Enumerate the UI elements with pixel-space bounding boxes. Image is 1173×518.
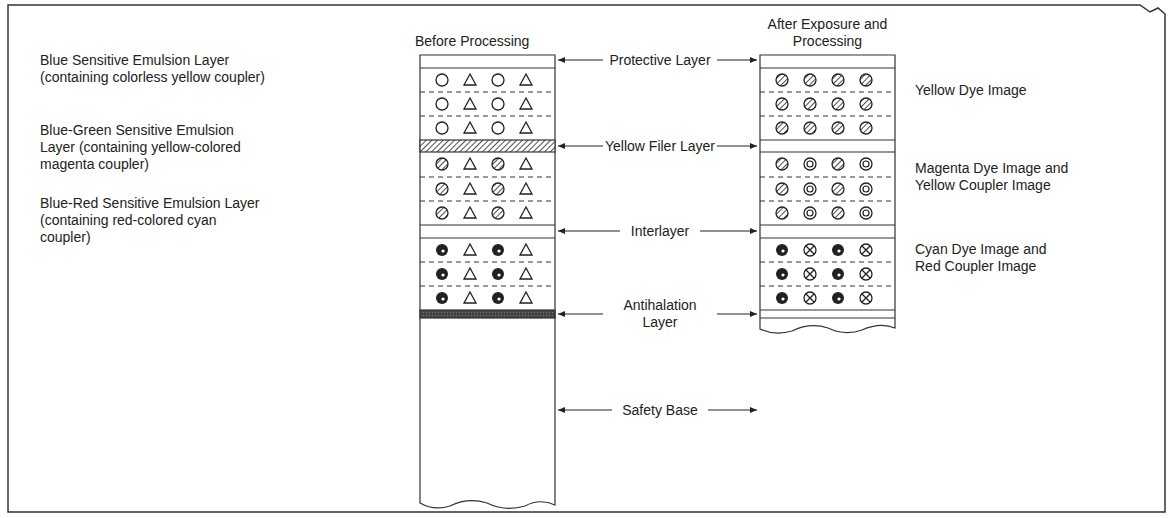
frame xyxy=(8,5,1165,512)
column-heading: Before Processing xyxy=(415,33,560,50)
emulsion-label: Blue-Green Sensitive Emulsion Layer (con… xyxy=(40,122,265,173)
column-heading: After Exposure and Processing xyxy=(745,16,910,50)
layer-arrows xyxy=(558,60,757,410)
after-column xyxy=(760,55,895,333)
image-label: Cyan Dye Image and Red Coupler Image xyxy=(915,241,1075,275)
grain-symbols xyxy=(436,74,872,304)
emulsion-label: Blue-Red Sensitive Emulsion Layer (conta… xyxy=(40,195,265,246)
layer-name: Protective Layer xyxy=(605,52,715,69)
emulsion-label: Blue Sensitive Emulsion Layer (containin… xyxy=(40,52,265,86)
before-column xyxy=(420,55,555,508)
layer-name: Antihalation Layer xyxy=(605,297,715,331)
image-label: Yellow Dye Image xyxy=(915,82,1085,99)
layer-name: Safety Base xyxy=(614,402,706,419)
layer-name: Yellow Filer Layer xyxy=(605,138,715,155)
layer-name: Interlayer xyxy=(622,223,698,240)
image-label: Magenta Dye Image and Yellow Coupler Ima… xyxy=(915,160,1075,194)
